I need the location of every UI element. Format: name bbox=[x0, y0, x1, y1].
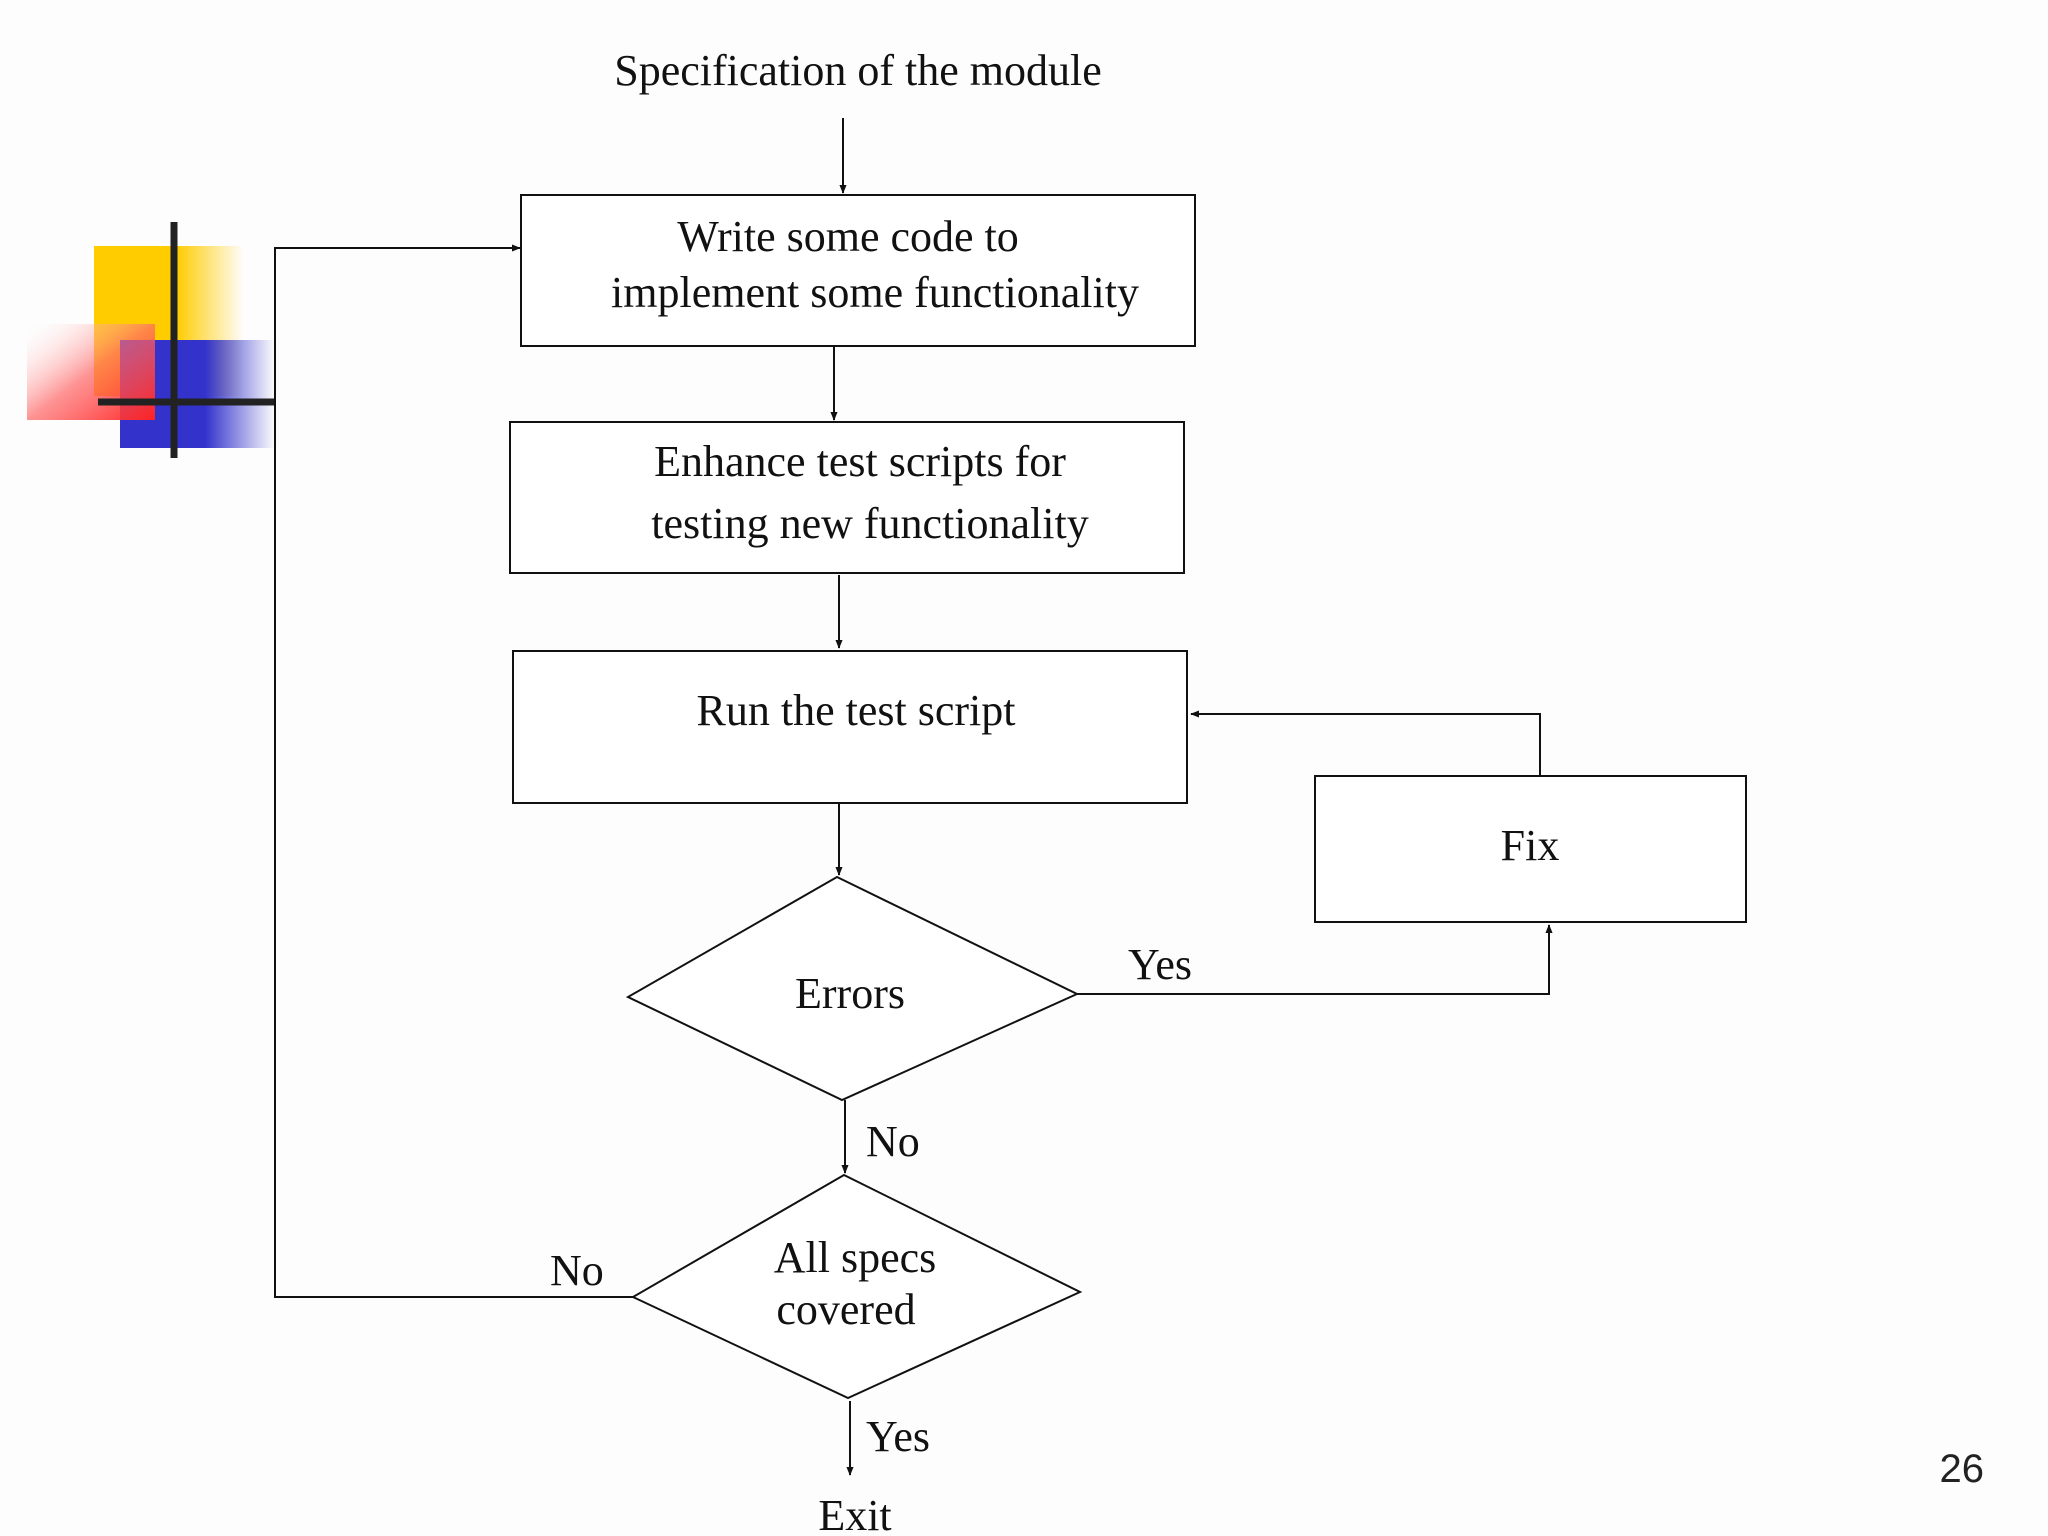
node-errors-label: Errors bbox=[795, 969, 905, 1018]
node-all-specs-diamond bbox=[630, 1173, 1083, 1400]
diagram-title: Specification of the module bbox=[614, 46, 1102, 95]
slide-page-number: 26 bbox=[1939, 1447, 1985, 1491]
node-write-code-line-1: Write some code to bbox=[677, 212, 1019, 261]
flowchart-edges bbox=[274, 118, 1553, 1476]
edge-label-errors-yes: Yes bbox=[1128, 940, 1192, 989]
edge-fix-to-run bbox=[1190, 710, 1541, 775]
edge-label-errors-no: No bbox=[866, 1117, 920, 1166]
node-all-specs-line-1: All specs bbox=[774, 1233, 937, 1282]
node-exit-label: Exit bbox=[818, 1491, 891, 1536]
slide-ornament bbox=[27, 222, 275, 458]
node-errors-diamond bbox=[625, 875, 1080, 1102]
node-run-tests: Run the test script bbox=[512, 650, 1188, 804]
node-run-tests-line-1: Run the test script bbox=[697, 686, 1016, 735]
ornament-red-square bbox=[27, 324, 155, 420]
node-errors: Errors bbox=[625, 875, 1080, 1102]
node-fix: Fix bbox=[1314, 775, 1747, 923]
edge-label-allspecs-no: No bbox=[550, 1246, 604, 1295]
node-enhance-tests-line-2: testing new functionality bbox=[651, 499, 1088, 548]
flowchart-nodes: Specification of the module Write some c… bbox=[509, 46, 1747, 1536]
node-all-specs: All specs covered bbox=[630, 1173, 1083, 1400]
edge-label-allspecs-yes: Yes bbox=[866, 1412, 930, 1461]
node-fix-label: Fix bbox=[1501, 821, 1560, 870]
edge-allspecs-to-write bbox=[274, 244, 633, 1298]
node-all-specs-line-2: covered bbox=[776, 1285, 915, 1334]
edge-errors-to-fix bbox=[1077, 924, 1553, 995]
node-enhance-tests: Enhance test scripts for testing new fun… bbox=[509, 421, 1185, 574]
node-write-code-line-2: implement some functionality bbox=[611, 268, 1139, 317]
node-write-code: Write some code to implement some functi… bbox=[520, 194, 1196, 347]
node-fix-box bbox=[1314, 775, 1747, 923]
node-enhance-tests-box bbox=[509, 421, 1185, 574]
flowchart-edge-labels: Yes No No Yes bbox=[550, 940, 1192, 1461]
node-enhance-tests-line-1: Enhance test scripts for bbox=[654, 437, 1066, 486]
node-write-code-box bbox=[520, 194, 1196, 347]
node-run-tests-box bbox=[512, 650, 1188, 804]
